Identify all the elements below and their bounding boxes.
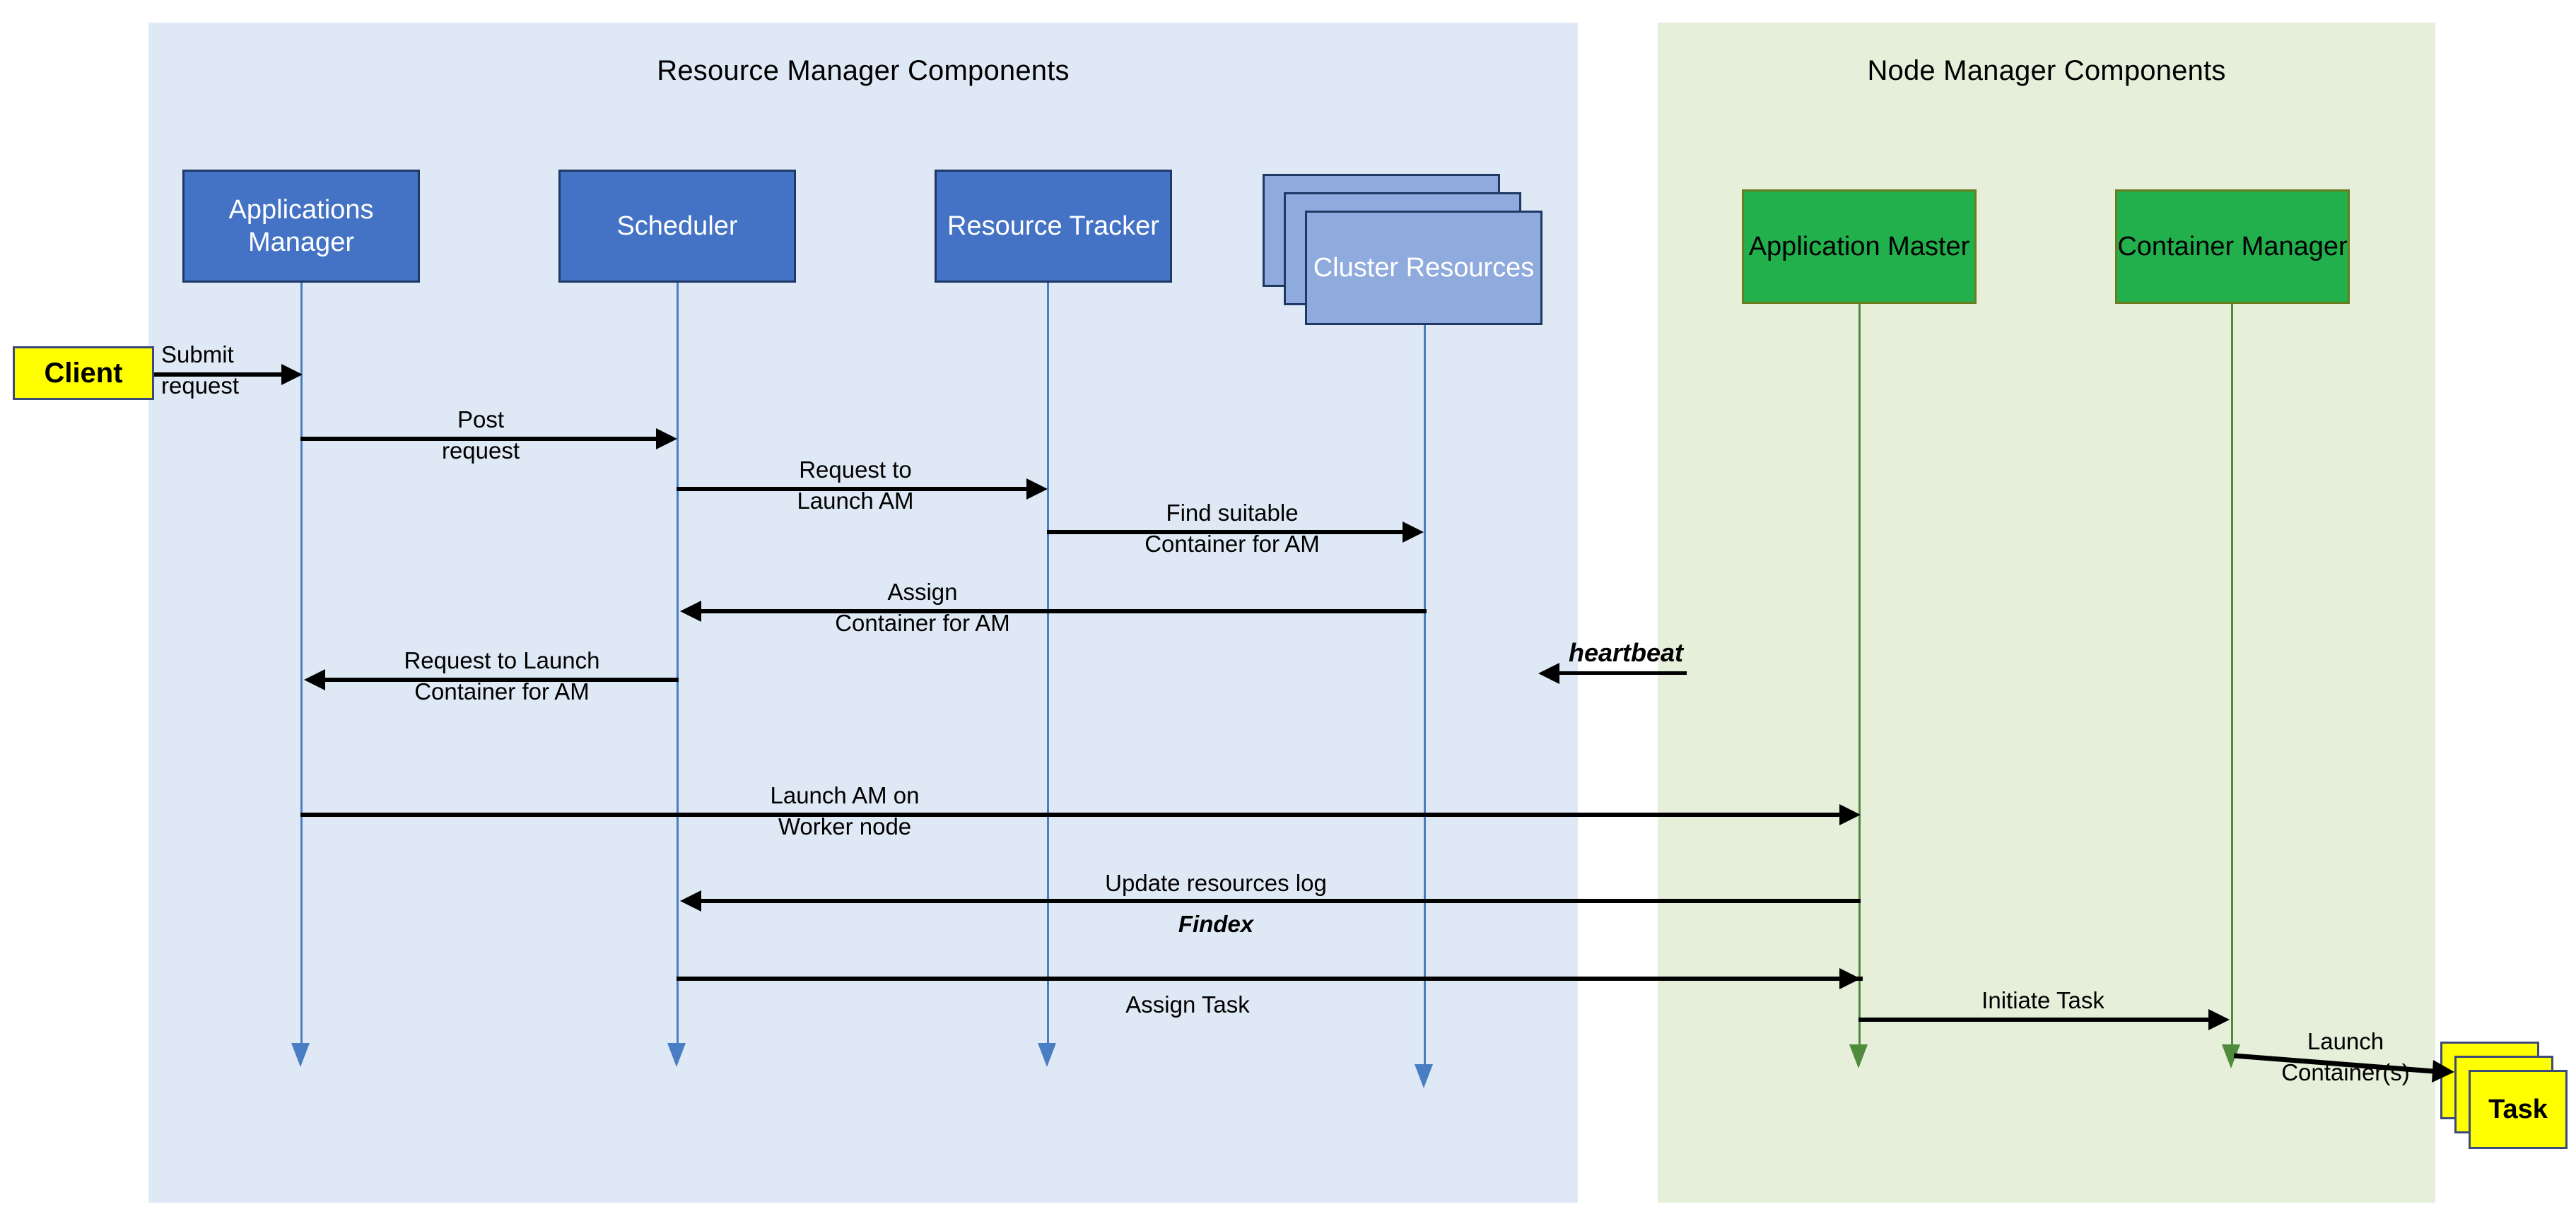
participant-label-client: Client <box>44 357 123 389</box>
participant-applications-manager[interactable]: Applications Manager <box>182 170 420 283</box>
participant-task[interactable]: Task <box>2469 1070 2568 1149</box>
panel-title-node-manager: Node Manager Components <box>1867 55 2226 86</box>
lifeline-application-master <box>1858 304 1861 1050</box>
message-arrowhead-request-to-launch-container <box>304 669 325 690</box>
participant-resource-tracker[interactable]: Resource Tracker <box>935 170 1172 283</box>
message-arrowhead-post-request <box>656 428 677 449</box>
message-line-assign-container-for-am <box>701 609 1427 613</box>
message-line-post-request <box>300 437 657 441</box>
participant-scheduler[interactable]: Scheduler <box>558 170 796 283</box>
message-label-request-to-launch-am: Request to Launch AM <box>797 456 914 514</box>
participant-label-applications-manager: Applications Manager <box>228 194 374 257</box>
lifeline-cluster-resources <box>1424 325 1426 1070</box>
message-line-request-to-launch-am <box>677 487 1028 491</box>
message-label-assign-task: Assign Task <box>1125 991 1250 1018</box>
participant-label-cluster-resources: Cluster Resources <box>1313 252 1535 283</box>
message-label-request-to-launch-container: Request to Launch Container for AM <box>404 647 600 705</box>
message-line-initiate-task <box>1858 1018 2212 1022</box>
participant-cluster-resources[interactable]: Cluster Resources <box>1305 211 1542 325</box>
participant-label-container-manager: Container Manager <box>2117 231 2348 261</box>
message-arrowhead-assign-task <box>1839 968 1861 989</box>
participant-container-manager[interactable]: Container Manager <box>2115 189 2350 304</box>
message-arrowhead-initiate-task <box>2208 1009 2230 1030</box>
message-label-post-request: Post request <box>441 406 520 464</box>
message-arrowhead-request-to-launch-am <box>1026 478 1048 500</box>
message-arrowhead-heartbeat <box>1538 663 1559 684</box>
message-arrowhead-assign-container-for-am <box>680 601 701 622</box>
participant-label-scheduler: Scheduler <box>616 211 738 241</box>
lifeline-applications-manager <box>300 283 303 1049</box>
message-label-assign-container-for-am: Assign Container for AM <box>835 579 1010 636</box>
message-arrowhead-update-resources-log <box>680 890 701 912</box>
message-arrowhead-submit-request <box>281 364 303 385</box>
lifeline-arrow-applications-manager <box>291 1043 310 1067</box>
lifeline-container-manager <box>2231 304 2233 1050</box>
message-label-initiate-task: Initiate Task <box>1981 987 2104 1013</box>
lifeline-resource-tracker <box>1047 283 1049 1049</box>
message-line-launch-containers <box>2233 1046 2467 1088</box>
participant-label-application-master: Application Master <box>1748 231 1970 261</box>
launch-containers-arrow-svg <box>2233 1053 2454 1083</box>
message-label-update-resources-log: Update resources log <box>1105 870 1327 896</box>
message-label-launch-containers: Launch Container(s) <box>2281 1028 2410 1085</box>
message-sublabel-update-resources-log-findex: Findex <box>1178 911 1254 937</box>
message-line-request-to-launch-container <box>325 678 679 682</box>
lifeline-arrow-cluster-resources <box>1415 1064 1433 1088</box>
message-label-heartbeat: heartbeat <box>1568 638 1684 667</box>
lifeline-arrow-resource-tracker <box>1038 1043 1056 1067</box>
message-line-heartbeat <box>1559 671 1687 675</box>
message-arrowhead-find-suitable-container <box>1403 521 1424 543</box>
message-line-find-suitable-container <box>1047 530 1403 534</box>
participant-client[interactable]: Client <box>13 346 154 400</box>
message-label-find-suitable-container: Find suitable Container for AM <box>1144 500 1320 557</box>
lifeline-arrow-application-master <box>1849 1044 1868 1068</box>
panel-title-resource-manager: Resource Manager Components <box>657 55 1070 86</box>
message-line-launch-am-on-worker-node <box>300 813 1843 817</box>
participant-label-task: Task <box>2488 1094 2548 1124</box>
message-label-submit-request: Submit request <box>161 341 240 399</box>
lifeline-scheduler <box>677 283 679 1049</box>
participant-label-resource-tracker: Resource Tracker <box>947 211 1159 241</box>
message-line-update-resources-log <box>701 899 1861 903</box>
message-line-assign-task <box>677 977 1863 981</box>
message-arrowhead-launch-am-on-worker-node <box>1839 804 1861 825</box>
message-line-submit-request <box>154 372 283 377</box>
message-label-launch-am-on-worker-node: Launch AM on Worker node <box>770 782 920 839</box>
participant-application-master[interactable]: Application Master <box>1742 189 1977 304</box>
lifeline-arrow-scheduler <box>667 1043 686 1067</box>
